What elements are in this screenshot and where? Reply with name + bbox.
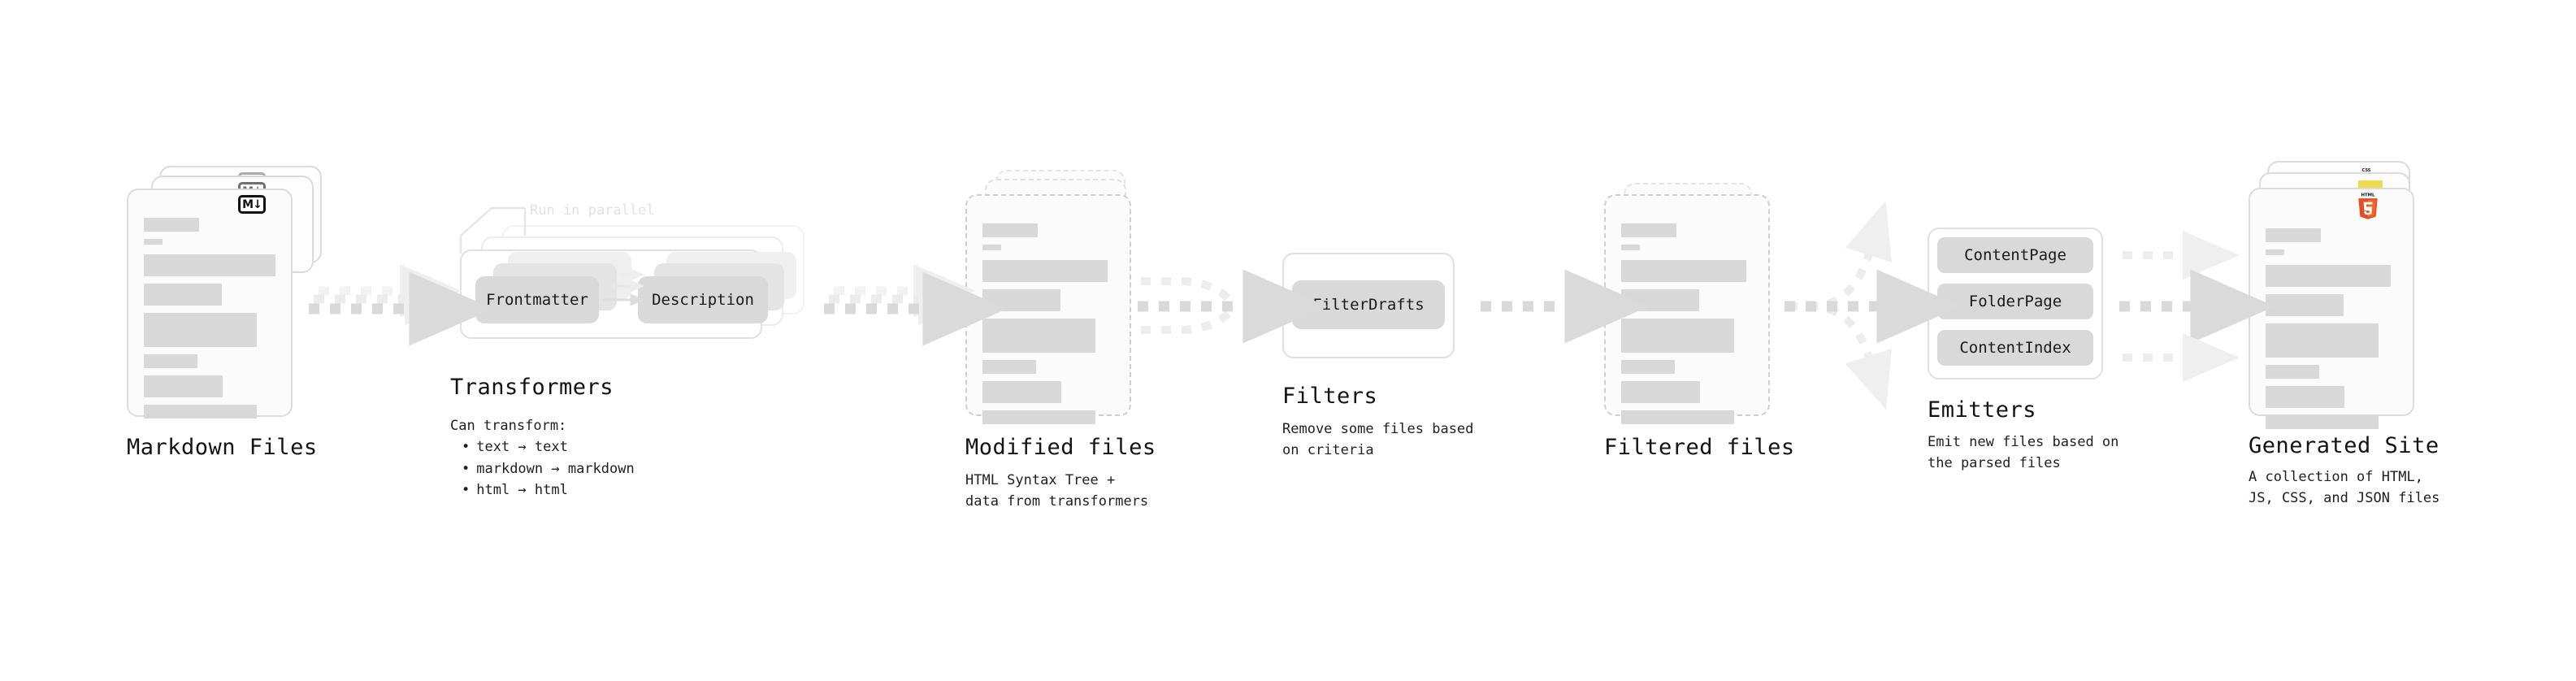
emitter-chip-folderpage-label: FolderPage	[1968, 293, 2062, 310]
svg-text:CSS: CSS	[2361, 168, 2370, 173]
generated-site-content	[2266, 228, 2397, 436]
html5-icon: HTML	[2358, 193, 2378, 219]
arrow-modified-to-filters	[1138, 269, 1328, 344]
markdown-file-card-front[interactable]	[127, 189, 293, 419]
emitter-chip-contentindex-label: ContentIndex	[1959, 339, 2071, 357]
emitter-chip-folderpage[interactable]: FolderPage	[1937, 284, 2093, 319]
modified-files-caption: HTML Syntax Tree + data from transformer…	[965, 472, 1149, 510]
transformers-title: Transformers	[450, 375, 614, 400]
emitter-chip-contentpage-label: ContentPage	[1964, 246, 2066, 264]
modified-file-card-front[interactable]	[965, 194, 1131, 424]
svg-text:HTML: HTML	[2361, 193, 2376, 197]
transformer-chip-description-label: Description	[652, 291, 754, 309]
filtered-files-title: Filtered files	[1604, 435, 1795, 460]
generated-site-title: Generated Site	[2249, 433, 2439, 458]
emitters-caption: Emit new files based on the parsed files	[1928, 434, 2119, 472]
transformers-bullet-item: markdown → markdown	[462, 458, 634, 479]
filter-chip-filterdrafts[interactable]: FilterDrafts	[1292, 280, 1445, 329]
modified-files-title: Modified files	[965, 435, 1156, 460]
emitter-chip-contentpage[interactable]: ContentPage	[1937, 237, 2093, 273]
transformers-bullet-list: text → text markdown → markdown html → h…	[462, 436, 635, 501]
filters-title: Filters	[1282, 384, 1378, 409]
filtered-file-card-front[interactable]	[1604, 194, 1770, 424]
filter-chip-filterdrafts-label: FilterDrafts	[1312, 296, 1425, 314]
emitter-chip-contentindex[interactable]: ContentIndex	[1937, 330, 2093, 366]
run-in-parallel-note: Run in parallel	[530, 202, 655, 219]
arrow-filtered-to-emitters	[1785, 201, 1962, 410]
arrow-markdown-to-transformers	[309, 264, 494, 346]
transformers-bullet-item: text → text	[462, 436, 635, 458]
transformer-chip-description[interactable]: Description	[638, 276, 768, 323]
transformers-bullet-item: html → html	[462, 479, 635, 501]
transformer-chip-frontmatter-label: Frontmatter	[486, 291, 588, 309]
transformer-chip-frontmatter[interactable]: Frontmatter	[475, 276, 599, 323]
filters-caption: Remove some files based on criteria	[1282, 421, 1474, 459]
modified-file-content	[982, 223, 1114, 432]
generated-site-caption: A collection of HTML, JS, CSS, and JSON …	[2249, 469, 2440, 507]
markdown-icon-label: M↓	[242, 197, 262, 211]
transformers-bullets-header: Can transform:	[450, 418, 567, 434]
markdown-files-title: Markdown Files	[127, 435, 318, 460]
filtered-file-content	[1621, 223, 1753, 432]
transformers-bullets: Can transform: text → text markdown → ma…	[450, 415, 635, 501]
markdown-file-content	[144, 218, 275, 426]
emitters-title: Emitters	[1928, 397, 2037, 423]
arrow-emitters-to-generated-site	[2119, 231, 2275, 382]
arrow-transformers-to-modified	[824, 264, 1008, 346]
markdown-icon: M↓	[238, 195, 266, 214]
generated-site-card-html[interactable]	[2249, 188, 2414, 429]
